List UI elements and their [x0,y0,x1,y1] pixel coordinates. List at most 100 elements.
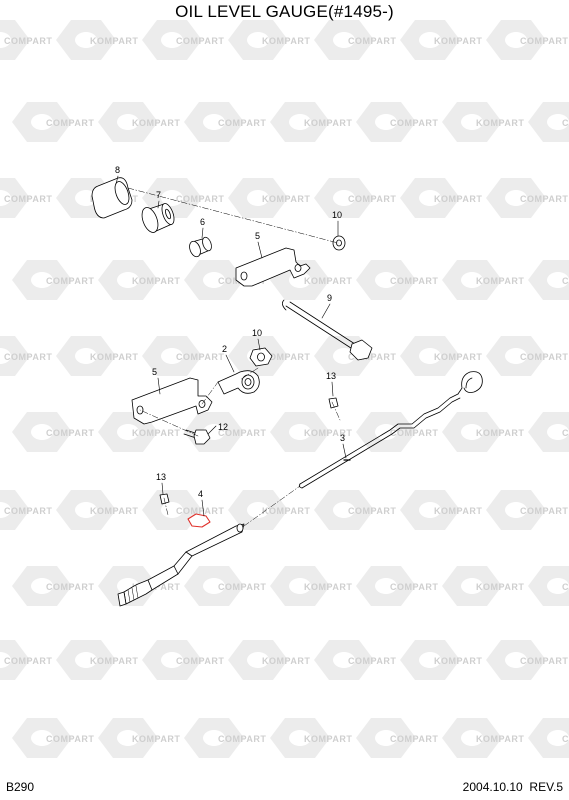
watermark-tile: KOMPART [400,336,482,376]
watermark-tile: KOMPART [98,260,180,300]
watermark-tile: KOMPART [228,20,310,60]
watermark-tile: KOMPART [56,490,138,530]
svg-text:COMPART: COMPART [218,428,266,438]
callout-9: 9 [327,293,332,303]
watermark-tile: KOMPART [98,102,180,142]
watermark-tile: COMPART [142,490,224,530]
part-5-bracket-upper[interactable] [235,247,311,287]
svg-text:COMPART: COMPART [562,118,569,128]
watermark-tile: COMPART [528,718,569,758]
part-6-bushing[interactable] [188,236,214,258]
watermark-tile: COMPART [314,178,396,218]
callout-10-lower: 10 [252,328,262,338]
watermark-tile: KOMPART [228,640,310,680]
callout-4: 4 [198,489,203,499]
svg-text:KOMPART: KOMPART [434,656,482,666]
part-13-plug-upper[interactable] [328,397,339,409]
watermark-tile: COMPART [184,566,266,606]
svg-text:COMPART: COMPART [390,428,438,438]
part-10-nut-upper[interactable] [332,235,346,251]
callout-2: 2 [222,344,227,354]
watermark-tile: KOMPART [400,640,482,680]
svg-text:KOMPART: KOMPART [476,276,524,286]
svg-text:COMPART: COMPART [562,428,569,438]
leader-lines [115,175,347,517]
svg-text:KOMPART: KOMPART [90,352,138,362]
svg-text:KOMPART: KOMPART [132,118,180,128]
callout-13-lower: 13 [156,472,166,482]
callout-5-lower: 5 [152,367,157,377]
callout-12: 12 [218,422,228,432]
watermark-tile: COMPART [12,412,94,452]
part-2-clamp[interactable] [217,370,260,395]
part-10-nut-lower[interactable] [249,347,273,367]
callout-labels: 8 7 6 5 10 9 10 2 5 13 12 3 13 4 [115,165,345,499]
watermark-tile: KOMPART [442,718,524,758]
svg-text:KOMPART: KOMPART [132,428,180,438]
svg-text:COMPART: COMPART [46,734,94,744]
svg-text:COMPART: COMPART [4,352,52,362]
svg-text:KOMPART: KOMPART [434,194,482,204]
revision-info: 2004.10.10 REV.5 [463,780,563,794]
part-7-bushing[interactable] [139,202,176,235]
svg-text:COMPART: COMPART [348,656,396,666]
svg-text:COMPART: COMPART [176,506,224,516]
watermark-tile: COMPART [0,336,52,376]
svg-text:COMPART: COMPART [390,734,438,744]
callout-8: 8 [115,165,120,175]
svg-text:COMPART: COMPART [348,36,396,46]
watermark-tile: COMPART [142,336,224,376]
watermark-tile: KOMPART [270,102,352,142]
callout-3: 3 [340,433,345,443]
watermark-tile: COMPART [486,336,568,376]
part-13-plug-lower[interactable] [159,493,170,505]
watermark-tile: COMPART [528,566,569,606]
svg-text:COMPART: COMPART [562,582,569,592]
watermark-tile: COMPART [0,20,52,60]
watermark-tile: KOMPART [442,566,524,606]
svg-text:COMPART: COMPART [520,36,568,46]
svg-text:COMPART: COMPART [176,656,224,666]
watermark-tile: COMPART [12,102,94,142]
svg-text:COMPART: COMPART [390,276,438,286]
svg-text:KOMPART: KOMPART [262,36,310,46]
watermark-tile: COMPART [486,20,568,60]
watermark-tile: KOMPART [442,412,524,452]
watermark-tile: COMPART [12,260,94,300]
watermark-tile: COMPART [356,718,438,758]
watermark-tile: KOMPART [98,718,180,758]
watermark-tile: COMPART [184,718,266,758]
watermark-tile: KOMPART [400,490,482,530]
part-9-bolt[interactable] [282,299,373,361]
revision-date: 2004.10.10 [462,780,523,794]
hex-nut-highlight[interactable] [187,513,211,528]
svg-text:KOMPART: KOMPART [132,734,180,744]
part-8-sleeve[interactable] [91,177,133,219]
svg-text:COMPART: COMPART [4,506,52,516]
svg-text:KOMPART: KOMPART [304,428,352,438]
svg-text:KOMPART: KOMPART [434,36,482,46]
watermark-tile: COMPART [12,718,94,758]
svg-text:COMPART: COMPART [46,582,94,592]
svg-text:KOMPART: KOMPART [262,506,310,516]
svg-text:COMPART: COMPART [562,276,569,286]
watermark-tile: KOMPART [228,178,310,218]
svg-text:COMPART: COMPART [218,118,266,128]
watermark-tile: COMPART [314,640,396,680]
part-3-dipstick[interactable] [298,371,483,489]
svg-text:COMPART: COMPART [176,352,224,362]
watermark-tile: COMPART [142,20,224,60]
part-5-bracket-lower[interactable] [131,377,213,425]
watermark-tile: COMPART [528,102,569,142]
svg-text:COMPART: COMPART [520,194,568,204]
watermark-tile: COMPART [314,490,396,530]
svg-text:COMPART: COMPART [520,656,568,666]
watermark-tile: COMPART [356,102,438,142]
watermark-tile: COMPART [184,102,266,142]
svg-text:COMPART: COMPART [390,118,438,128]
part-4-guide-tube[interactable] [117,523,245,607]
part-12-bolt[interactable] [183,429,211,445]
svg-text:KOMPART: KOMPART [262,656,310,666]
